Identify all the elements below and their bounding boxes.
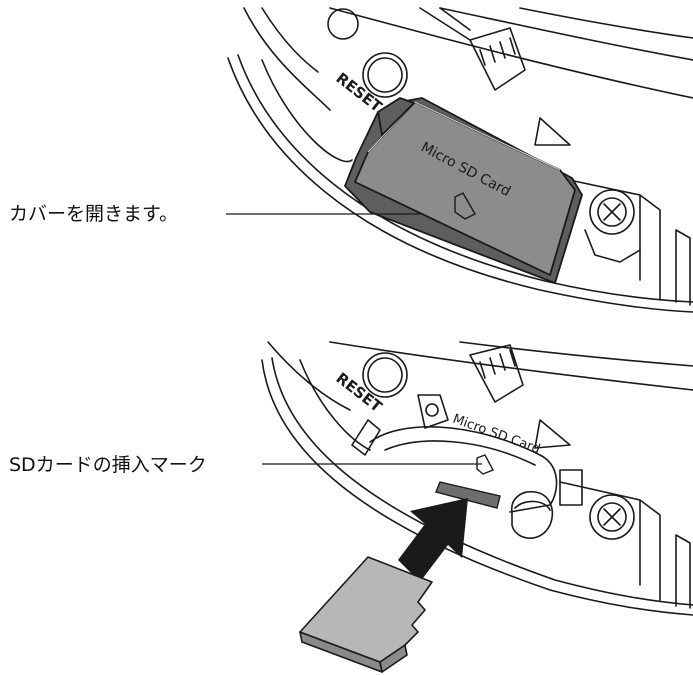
triangle-mark-bottom — [534, 419, 571, 449]
reset-button-ring-bottom — [362, 352, 408, 398]
screw-base-top — [584, 229, 641, 263]
screw-cross-bottom — [603, 508, 621, 526]
post-bottom — [510, 490, 554, 539]
dome-arc-b3 — [459, 341, 693, 367]
dome-arc-b2 — [329, 341, 693, 391]
right-frame — [559, 177, 691, 306]
housing-arc-outer-bottom-2 — [271, 357, 693, 606]
housing-arc-outer-top-2 — [237, 54, 693, 303]
callout-sd-insert-mark: SDカードの挿入マーク — [9, 454, 207, 476]
sd-insert-mark-icon — [476, 454, 494, 475]
reset-label-bottom: RESET — [333, 369, 387, 416]
hinge-bottom — [351, 419, 381, 456]
post-bottom-top — [514, 500, 551, 511]
screw-head-bottom — [597, 502, 627, 532]
dome-arc-2 — [439, 7, 693, 61]
micro-sd-card — [299, 556, 433, 673]
cover-highlight — [367, 101, 561, 171]
housing-inner-bottom — [299, 359, 371, 451]
reset-button-bottom — [367, 357, 403, 393]
connector-top — [469, 27, 526, 91]
reset-button-top — [367, 57, 403, 93]
cover-hinge — [377, 97, 415, 136]
card-face — [299, 556, 433, 663]
housing-arc-outer-bottom — [261, 359, 693, 616]
screw-post-top — [327, 8, 359, 40]
reset-label-top: RESET — [333, 69, 387, 116]
screw-top — [589, 189, 635, 235]
sd-slot — [435, 481, 501, 509]
slot-tray-inner — [384, 440, 536, 466]
bottom-illustration — [261, 341, 693, 616]
connector-bracket-top — [419, 7, 471, 41]
housing-arc-inner-top — [261, 59, 353, 163]
screw-cross-top — [603, 203, 621, 221]
housing-arc-outer-top — [227, 57, 693, 313]
sd-icon-top — [454, 192, 476, 220]
housing-arc-upper — [243, 7, 331, 111]
top-illustration — [227, 7, 693, 313]
housing-arc-upper-2 — [261, 7, 319, 73]
insertion-arrow — [398, 498, 468, 582]
right-block-bottom — [559, 469, 583, 506]
dome-arc-3 — [519, 7, 693, 39]
triangle-mark-top — [534, 117, 571, 146]
reset-button-ring-top — [362, 52, 408, 98]
latch-bottom — [417, 394, 449, 429]
sd-card-cover — [344, 97, 583, 284]
connector-bottom — [469, 344, 524, 403]
latch-hole-bottom — [425, 403, 439, 417]
screw-head-top — [597, 197, 627, 227]
dome-arc-b1 — [267, 341, 351, 411]
screw-bottom — [589, 494, 635, 540]
dome-arc-1 — [329, 7, 693, 99]
right-frame-bottom — [559, 481, 691, 609]
slot-tray — [369, 426, 558, 513]
callout-open-cover: カバーを開きます。 — [9, 203, 179, 225]
